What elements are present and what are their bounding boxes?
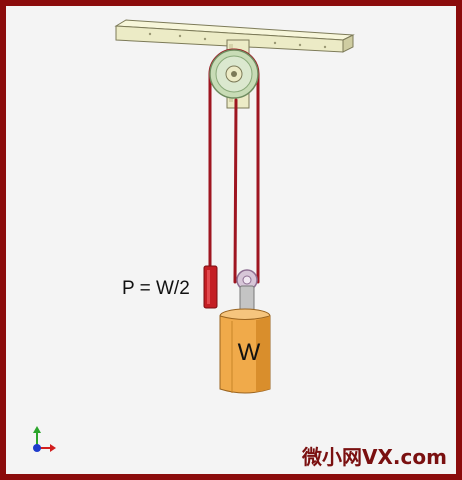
- weight-label: W: [237, 339, 261, 366]
- xyz-axis-icon: [33, 426, 56, 452]
- fixed-pulley: [209, 49, 259, 99]
- ceiling-beam: [114, 19, 355, 53]
- weight-block: [219, 308, 271, 394]
- movable-pulley: [236, 269, 258, 315]
- pull-handle: [203, 265, 218, 309]
- force-label: P = W/2: [122, 278, 190, 299]
- watermark-text: 微小网VX.com: [302, 445, 447, 469]
